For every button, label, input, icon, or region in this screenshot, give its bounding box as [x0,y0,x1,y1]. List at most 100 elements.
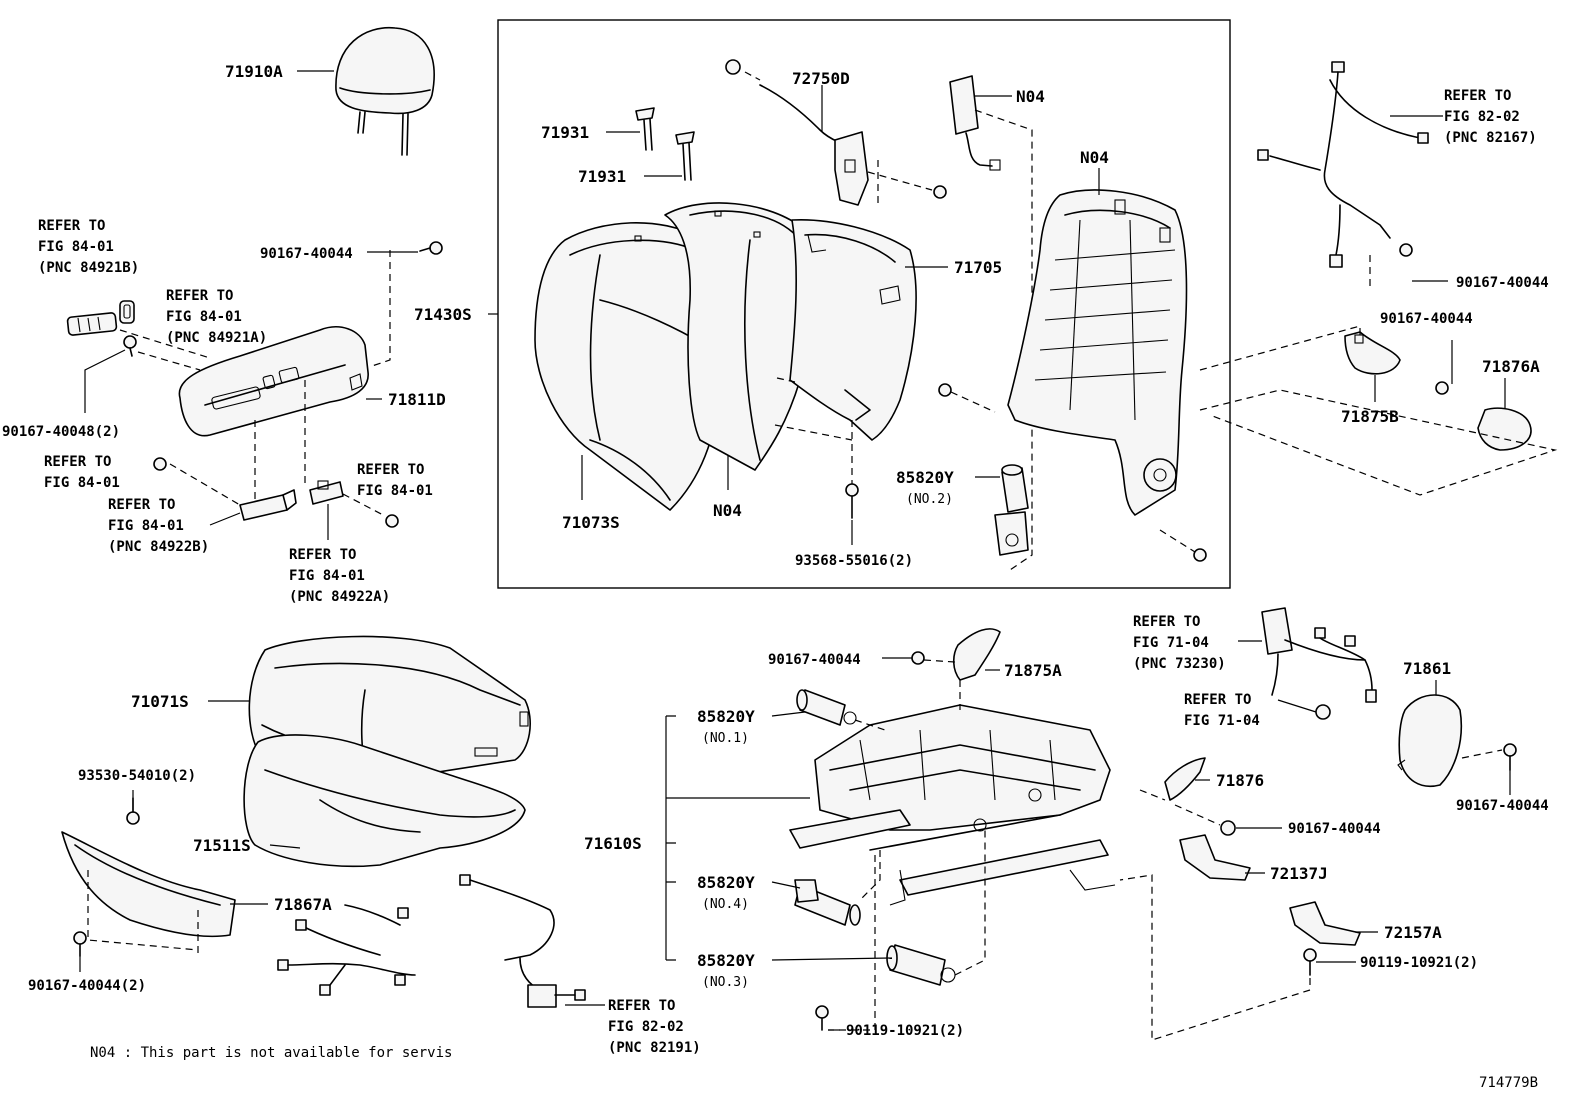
seatbelt-buckle-part[interactable] [1261,607,1377,703]
label-motor-no4: 85820Y [697,873,755,892]
label-bolt-10921-b: 90119-10921(2) [1360,955,1478,971]
dash-frame-left [950,391,996,413]
bolt-10921-b-part[interactable] [1303,948,1317,976]
label-motor-no3: 85820Y [697,951,755,970]
label-motor-no2: 85820Y [896,468,954,487]
bolt-refer-a[interactable] [153,457,167,471]
label-cover-71875b: 71875B [1341,407,1399,426]
label-line: FIG 71-04 [1133,635,1209,651]
dash-airbag [974,109,1033,571]
dash-40044-top [371,250,391,367]
bolt-10921-a-part[interactable] [815,1005,829,1031]
leader-84922b [209,512,241,526]
label-line: REFER TO [44,454,111,470]
label-line: FIG 84-01 [38,239,114,255]
cover-72137j-part[interactable] [1179,834,1251,881]
label-cover-71861: 71861 [1403,659,1451,678]
dash-10921-b [1119,874,1311,1041]
dash-40044-r3 [1461,749,1503,759]
dash-right-a [1199,325,1361,371]
seat-shield-part[interactable] [178,326,369,437]
sensor-72750d-part[interactable] [725,59,869,206]
label-line: REFER TO [166,288,233,304]
dash-no1 [854,719,886,731]
cover-72157a-part[interactable] [1289,901,1361,946]
bolt-72750d[interactable] [933,185,947,199]
bolt-40044-right1[interactable] [1399,243,1413,257]
seat-back-board-part[interactable] [789,218,917,441]
headrest-part[interactable] [335,26,435,156]
label-line: (PNC 84921A) [166,330,267,346]
screw-93568-part[interactable] [845,483,859,519]
cover-71875b-part[interactable] [1344,331,1401,375]
bolt-refer-b[interactable] [385,514,399,528]
label-bolt-40044-top: 90167-40044 [260,246,353,262]
motor-85820y-no3-part[interactable] [886,944,956,986]
label-bolt-40044-2: 90167-40044(2) [28,978,146,994]
bolt-40044-r4-part[interactable] [1220,820,1236,836]
bolt-40044-r3-part[interactable] [1503,743,1517,771]
bolt-40044-2-part[interactable] [73,931,87,957]
seat-back-frame-part[interactable] [1007,189,1188,516]
label-clip-71931-a: 71931 [541,123,589,142]
shield-71867a-part[interactable] [61,831,236,938]
label-bolt-10921-a: 90119-10921(2) [846,1023,964,1039]
switch-84922a-part[interactable] [309,480,344,505]
clip-71931-a[interactable] [635,107,655,151]
label-n04-pad: N04 [713,501,742,520]
label-bolt-40044-r3: 90167-40044 [1456,798,1549,814]
wire-harness-82167-part[interactable] [1257,61,1429,268]
dash-72750d [744,71,761,81]
dash-71705 [776,377,796,383]
label-line: FIG 84-01 [289,568,365,584]
cover-71875a-part[interactable] [952,628,1001,681]
label-line: (PNC 73230) [1133,656,1226,672]
airbag-n04-part[interactable] [949,75,1001,171]
label-motor-no1-sub: (NO.1) [702,731,749,746]
label-cover-72157a: 72157A [1384,923,1442,942]
motor-85820y-no1-part[interactable] [796,689,857,726]
label-motor-no3-sub: (NO.3) [702,975,749,990]
switch-knob-part[interactable] [66,300,135,336]
cover-71876a-part[interactable] [1477,407,1532,451]
motor-85820y-no4-part[interactable] [794,879,861,926]
label-line: REFER TO [289,547,356,563]
dash-refer-a [169,463,241,506]
bolt-40044-mid-part[interactable] [911,651,925,665]
bolt-refer-7104-part[interactable] [1315,704,1331,720]
seat-back-assembly-box [497,19,1231,589]
cover-71876-part[interactable] [1164,757,1206,801]
label-cushion-pad: 71511S [193,836,251,855]
label-n04-frame: N04 [1080,148,1109,167]
label-line: (PNC 84921B) [38,260,139,276]
dash-no4 [859,850,881,901]
label-cover-71876: 71876 [1216,771,1264,790]
cushion-pad-part[interactable] [243,734,526,868]
label-line: REFER TO [608,998,675,1014]
label-bolt-40044-right2: 90167-40044 [1380,311,1473,327]
bolt-40044-top[interactable] [419,241,443,255]
seat-back-pad-part[interactable] [664,202,814,471]
leader-refer-7104 [1277,699,1317,713]
bolt-40044-right2[interactable] [1435,381,1449,395]
label-n04-airbag: N04 [1016,87,1045,106]
clip-71931-b[interactable] [675,131,695,181]
switch-84922b-part[interactable] [239,489,297,521]
dash-10921-a [828,855,876,1031]
dash-40044-mid [923,659,956,663]
dash-right-b [1199,389,1558,496]
wire-harness-82191-part[interactable] [277,874,586,1008]
bolt-40048[interactable] [123,335,137,357]
bolt-frame-left[interactable] [938,383,952,397]
cover-71861-part[interactable] [1397,694,1463,787]
bolt-frame-bottom[interactable] [1193,548,1207,562]
dash-refer-b [342,493,386,517]
seat-adjuster-part[interactable] [789,704,1116,906]
motor-85820y-no2-part[interactable] [994,464,1029,556]
